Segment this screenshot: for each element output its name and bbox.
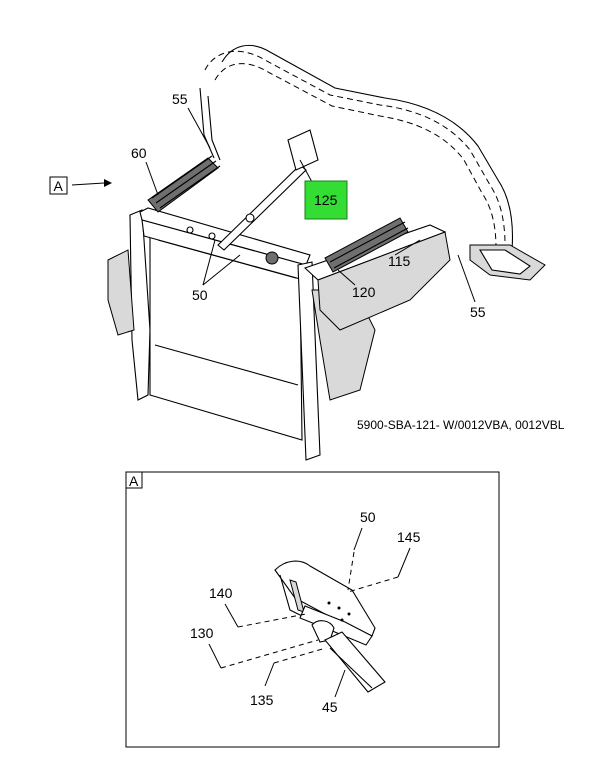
detail-a-tag: A — [129, 473, 139, 489]
detail-callout-45: 45 — [322, 699, 338, 715]
view-marker-box — [49, 176, 68, 195]
callout-125[interactable]: 125 — [314, 192, 338, 208]
detail-callout-140: 140 — [209, 585, 233, 601]
callout-55-right: 55 — [470, 304, 486, 320]
view-marker-label: A — [54, 178, 64, 194]
detail-callout-145: 145 — [397, 529, 421, 545]
callout-115: 115 — [388, 253, 411, 269]
tilt-strut-rod — [217, 129, 319, 251]
callout-50-main: 50 — [192, 287, 208, 303]
detail-a-frame — [125, 471, 500, 748]
hood-tilt-assembly — [107, 44, 546, 461]
reference-code: 5900-SBA-121- W/0012VBA, 0012VBL — [357, 418, 565, 432]
detail-leaders — [208, 527, 411, 698]
left-tilt-spring — [147, 155, 221, 213]
detail-callout-135: 135 — [250, 692, 274, 708]
main-leaders — [71, 107, 476, 303]
detail-a-tag-box — [125, 471, 143, 489]
right-tilt-spring — [324, 217, 409, 273]
callout-60: 60 — [131, 145, 147, 161]
detail-callout-130: 130 — [190, 625, 214, 641]
detail-callout-50: 50 — [360, 509, 376, 525]
detail-bracket-assembly — [274, 560, 386, 693]
callout-55-top: 55 — [172, 91, 188, 107]
callout-120: 120 — [352, 284, 376, 300]
callout-125-highlight — [304, 180, 348, 220]
